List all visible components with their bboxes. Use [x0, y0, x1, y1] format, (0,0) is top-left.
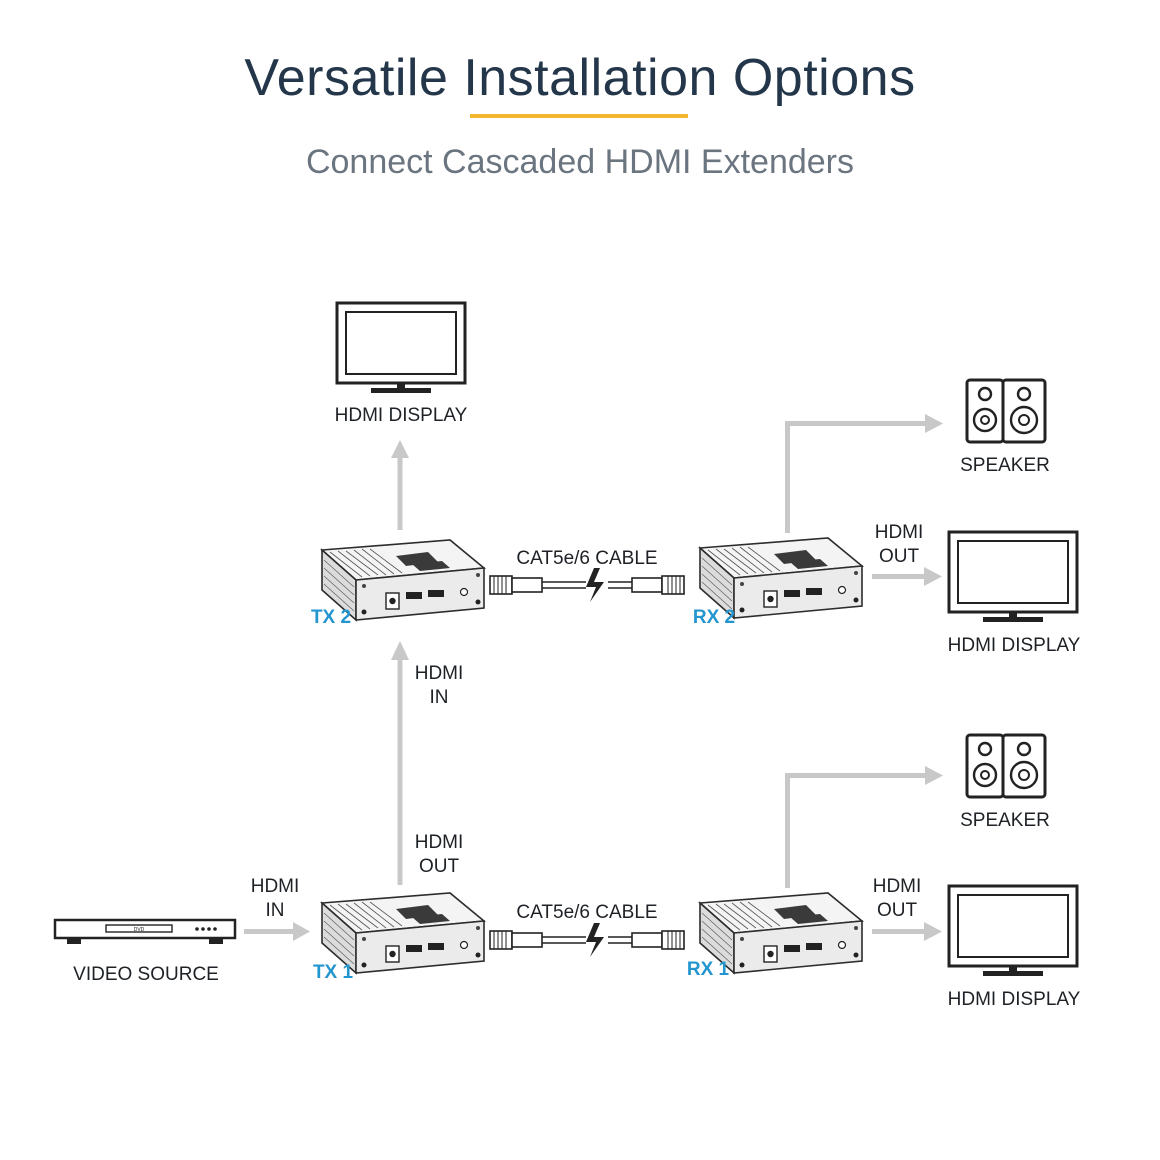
- cable-top-icon: [489, 567, 685, 603]
- rx1-label: RX 1: [687, 959, 730, 980]
- arrow-rx1-to-speaker: [785, 766, 943, 888]
- dvd-label: DVD: [134, 927, 145, 933]
- display-rx1-label: HDMI DISPLAY: [948, 989, 1081, 1010]
- rx1-hdmi-out-line2: OUT: [877, 900, 918, 921]
- arrow-rx2-to-speaker: [785, 414, 943, 533]
- cable-top-label: CAT5e/6 CABLE: [516, 548, 657, 569]
- video-source-icon: DVD: [53, 918, 237, 944]
- speaker-rx1-icon: [965, 733, 1047, 799]
- rx1-hdmi-out-line1: HDMI: [873, 876, 922, 897]
- tx1-label: TX 1: [313, 962, 354, 983]
- rx2-hdmi-out-line1: HDMI: [875, 522, 924, 543]
- tx1-hdmi-out-line2: OUT: [419, 856, 460, 877]
- display-top-label: HDMI DISPLAY: [335, 405, 468, 426]
- tx2-hdmi-in-line1: HDMI: [415, 663, 464, 684]
- cable-bottom-label: CAT5e/6 CABLE: [516, 902, 657, 923]
- title-accent-bar: [470, 114, 688, 118]
- tx2-hdmi-in-line2: IN: [430, 687, 449, 708]
- display-rx2-icon: [947, 530, 1079, 624]
- video-source-label: VIDEO SOURCE: [73, 964, 219, 985]
- speaker-rx1-label: SPEAKER: [960, 810, 1050, 831]
- cable-bottom-icon: [489, 922, 685, 958]
- arrow-rx1-to-display: [872, 922, 942, 941]
- display-top-icon: [335, 301, 467, 395]
- arrow-tx1-to-tx2: [391, 641, 409, 885]
- arrow-rx2-to-display: [872, 567, 942, 586]
- source-hdmi-in-line1: HDMI: [251, 876, 300, 897]
- speaker-rx2-icon: [965, 378, 1047, 444]
- tx1-hdmi-out-line1: HDMI: [415, 832, 464, 853]
- arrow-source-to-tx1: [244, 922, 310, 941]
- arrow-tx2-to-display: [391, 440, 409, 530]
- tx2-label: TX 2: [311, 607, 351, 628]
- page-subtitle: Connect Cascaded HDMI Extenders: [305, 143, 855, 181]
- source-hdmi-in-line2: IN: [266, 900, 285, 921]
- tx1-device-icon: [321, 892, 485, 974]
- rx2-label: RX 2: [693, 607, 735, 628]
- page-title: Versatile Installation Options: [244, 49, 916, 107]
- rx2-device-icon: [699, 537, 863, 619]
- display-rx2-label: HDMI DISPLAY: [948, 635, 1081, 656]
- speaker-rx2-label: SPEAKER: [960, 455, 1050, 476]
- rx2-hdmi-out-line2: OUT: [879, 546, 920, 567]
- display-rx1-icon: [947, 884, 1079, 978]
